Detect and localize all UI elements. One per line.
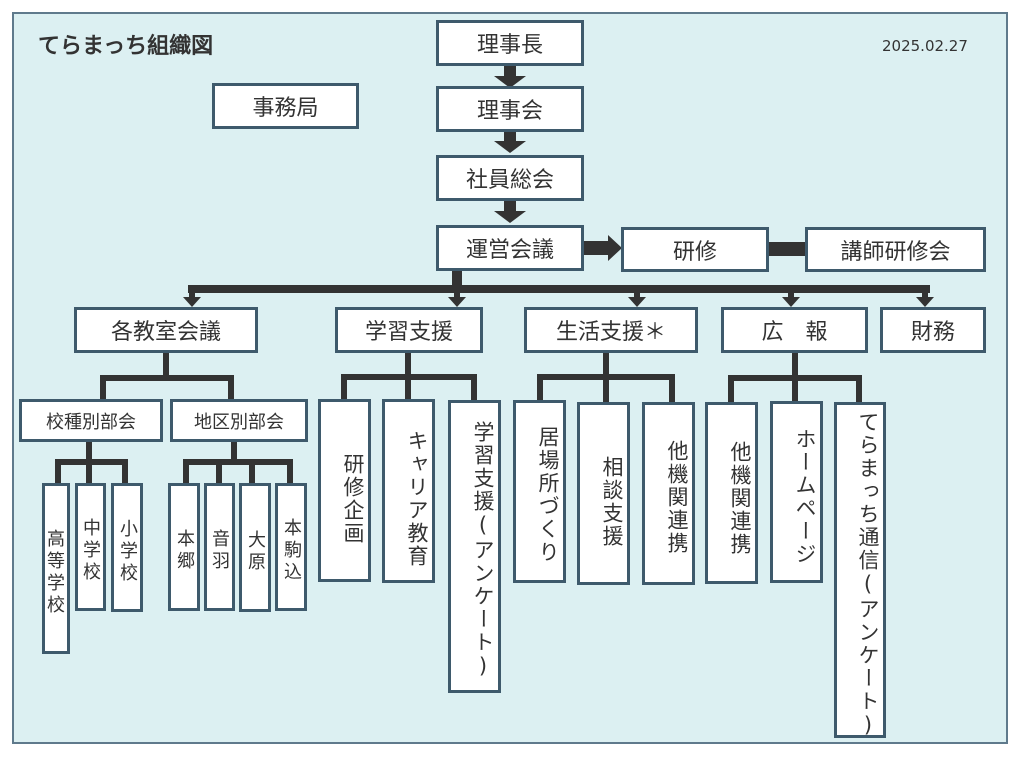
connector	[163, 353, 169, 377]
connector	[231, 442, 237, 462]
connector	[405, 374, 411, 400]
connector	[183, 459, 293, 465]
arrow-right-icon	[608, 235, 622, 261]
connector	[183, 459, 189, 483]
connector	[792, 375, 798, 403]
connector	[788, 285, 794, 299]
connector	[249, 459, 255, 483]
connector	[669, 374, 675, 402]
arrow-down-icon	[183, 297, 201, 307]
arrow-down-icon	[494, 76, 526, 88]
box-public-relations: 広 報	[721, 307, 868, 353]
box-otowa: 音羽	[204, 483, 235, 611]
box-life-support: 生活支援＊	[524, 307, 698, 353]
connector	[55, 459, 61, 483]
box-inter-agency-life: 他機関連携	[642, 402, 695, 585]
connector	[603, 374, 609, 402]
box-board: 理事会	[436, 86, 584, 132]
connector	[122, 459, 128, 483]
box-high-school: 高等学校	[42, 483, 70, 654]
connector	[86, 442, 92, 462]
connector	[188, 285, 930, 293]
box-hongo: 本郷	[168, 483, 200, 611]
connector	[922, 285, 928, 299]
box-elementary: 小学校	[111, 483, 143, 612]
connector	[405, 353, 411, 379]
arrow-down-icon	[916, 297, 934, 307]
connector	[504, 66, 516, 78]
connector	[86, 459, 92, 483]
box-homepage: ホームページ	[770, 401, 823, 583]
connector	[728, 375, 734, 403]
box-school-type-group: 校種別部会	[19, 399, 163, 442]
connector	[856, 375, 862, 403]
box-steering-committee: 運営会議	[436, 225, 584, 271]
connector	[341, 374, 347, 400]
connector	[537, 374, 543, 402]
connector	[769, 242, 805, 256]
arrow-down-icon	[494, 211, 526, 223]
chart-date: 2025.02.27	[882, 37, 968, 55]
box-general-meeting: 社員総会	[436, 155, 584, 201]
arrow-down-icon	[448, 297, 466, 307]
connector	[216, 459, 222, 483]
box-lecturer-training: 講師研修会	[805, 227, 986, 272]
connector	[100, 375, 234, 381]
arrow-down-icon	[628, 297, 646, 307]
box-honkomagome: 本駒込	[275, 483, 307, 611]
connector	[504, 201, 516, 213]
box-newsletter-survey: てらまっち通信(アンケート)	[834, 402, 886, 739]
box-training-planning: 研修企画	[318, 399, 371, 582]
connector	[100, 375, 106, 399]
connector	[792, 353, 798, 379]
connector	[603, 353, 609, 379]
connector	[584, 241, 610, 255]
connector	[452, 271, 462, 293]
box-learning-support-survey: 学習支援(アンケート)	[448, 400, 501, 693]
box-career-education: キャリア教育	[382, 399, 435, 583]
box-place-making: 居場所づくり	[513, 400, 566, 583]
box-finance: 財務	[880, 307, 986, 353]
box-counseling-support: 相談支援	[577, 402, 630, 585]
connector	[228, 375, 234, 399]
box-chairman: 理事長	[436, 20, 584, 66]
connector	[471, 374, 477, 400]
box-training: 研修	[621, 227, 769, 272]
box-secretariat: 事務局	[212, 83, 359, 129]
connector	[504, 132, 516, 142]
box-district-group: 地区別部会	[170, 399, 308, 442]
box-inter-agency-pr: 他機関連携	[705, 402, 758, 584]
box-classroom-meeting: 各教室会議	[74, 307, 258, 353]
box-junior-high: 中学校	[75, 483, 106, 611]
connector	[189, 285, 195, 299]
connector	[454, 285, 460, 299]
arrow-down-icon	[782, 297, 800, 307]
box-ohara: 大原	[239, 483, 271, 612]
chart-title: てらまっち組織図	[38, 34, 214, 59]
connector	[287, 459, 293, 483]
arrow-down-icon	[494, 141, 526, 153]
connector	[634, 285, 640, 299]
box-learning-support: 学習支援	[335, 307, 483, 353]
